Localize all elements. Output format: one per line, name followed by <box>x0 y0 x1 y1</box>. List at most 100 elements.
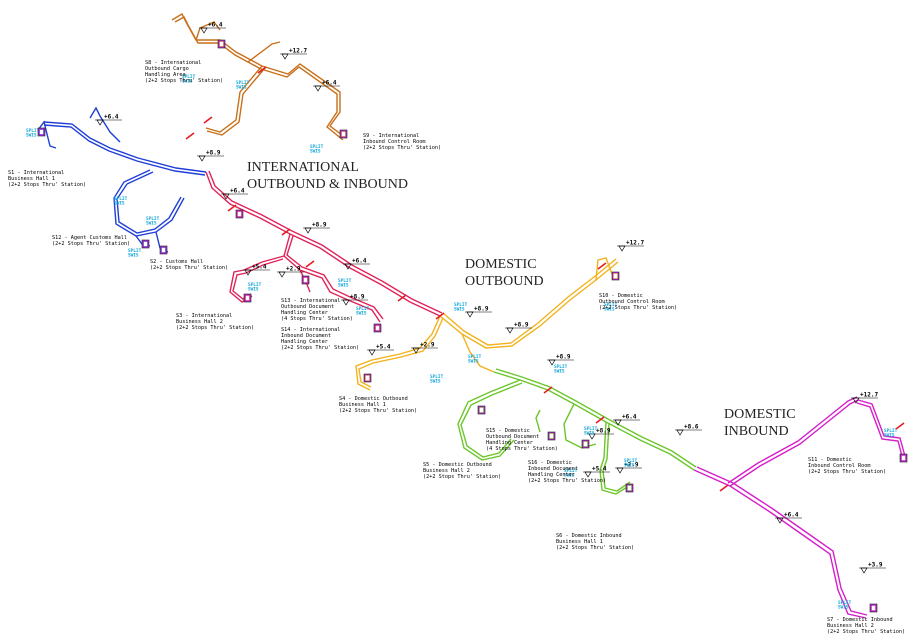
elevation-marker: +8.9 <box>547 354 574 366</box>
orange-tube-main-b <box>174 16 344 141</box>
station-box-window <box>237 211 242 217</box>
green-tube-network <box>457 368 697 495</box>
elevation-marker: +12.7 <box>280 48 307 60</box>
station-label-s15: S15 - Domestic Outbound Document Handlin… <box>486 428 558 452</box>
blue-tube-loop-b <box>116 171 182 234</box>
elevation-marker: +2.9 <box>277 266 304 278</box>
elevation-label: +5.4 <box>592 466 607 473</box>
elevation-marker: +2.9 <box>615 462 642 474</box>
blue-tube-s1 <box>37 120 57 149</box>
magenta-tube-main-b <box>696 466 868 616</box>
blue-tube-up <box>89 106 121 143</box>
magenta-tube-network <box>693 396 907 619</box>
elevation-label: +6.4 <box>208 22 223 29</box>
elevation-markers: +6.4+12.7+6.4+6.4+8.9+6.4+8.9+5.4+2.9+6.… <box>95 22 886 574</box>
red-tube-loop-b <box>286 235 384 320</box>
coupling-mark <box>185 132 195 140</box>
elevation-label: +6.4 <box>104 114 119 121</box>
station-box-window <box>871 605 876 611</box>
elevation-marker: +8.9 <box>465 306 492 318</box>
yellow-tube-s4 <box>355 315 441 391</box>
orange-tube-up <box>247 41 281 63</box>
coupling-mark <box>543 386 553 394</box>
elevation-marker: +2.9 <box>411 342 438 354</box>
elevation-marker: +5.4 <box>583 466 610 478</box>
station-box-window <box>161 247 166 253</box>
elevation-marker: +6.4 <box>313 80 340 92</box>
zone-heading-international: INTERNATIONAL OUTBOUND & INBOUND <box>247 160 408 192</box>
magenta-tube-s11-b <box>856 402 904 461</box>
elevation-label: +8.9 <box>596 428 611 435</box>
yellow-tube-down <box>461 333 495 373</box>
station-label-s7: S7 - Domestic Inbound Business Hall 2 (2… <box>827 617 906 635</box>
coupling-mark <box>435 312 445 320</box>
elevation-marker: +8.9 <box>587 428 614 440</box>
elevation-marker: +6.4 <box>343 258 370 270</box>
elevation-label: +2.9 <box>624 462 639 469</box>
coupling-mark <box>595 416 605 424</box>
elevation-marker: +3.9 <box>859 562 886 574</box>
elevation-label: +6.4 <box>352 258 367 265</box>
station-label-s12: S12 - Agent Customs Hall (2+2 Stops Thru… <box>52 235 131 247</box>
elevation-marker: +8.6 <box>675 424 702 436</box>
elevation-label: +6.4 <box>784 512 799 519</box>
zone-heading-domestic-inbound: DOMESTIC INBOUND <box>724 407 796 439</box>
station-box-window <box>303 277 308 283</box>
elevation-marker: +6.4 <box>613 414 640 426</box>
elevation-label: +2.9 <box>420 342 435 349</box>
coupling-mark <box>281 228 291 236</box>
elevation-label: +8.9 <box>206 150 221 157</box>
elevation-marker: +8.9 <box>197 150 224 162</box>
coupling-mark <box>305 260 315 268</box>
elevation-marker: +6.4 <box>775 512 802 524</box>
elevation-label: +12.7 <box>860 392 878 399</box>
green-tube-s6-b <box>602 423 631 492</box>
elevation-label: +6.4 <box>322 80 337 87</box>
coupling-mark <box>895 422 905 430</box>
blue-tube-main-b <box>43 124 206 176</box>
elevation-label: +8.9 <box>350 294 365 301</box>
orange-tube-s8 <box>195 21 221 41</box>
elevation-marker: +12.7 <box>617 240 644 252</box>
elevation-label: +8.9 <box>556 354 571 361</box>
coupling-marks <box>185 66 905 492</box>
station-box-window <box>39 129 44 135</box>
green-tube-main <box>493 371 695 471</box>
elevation-marker: +6.4 <box>221 188 248 200</box>
green-tube-s6 <box>599 421 633 495</box>
blue-tube-loop <box>113 169 185 237</box>
blue-tube-main <box>43 121 207 173</box>
yellow-tube-s4-b <box>358 317 444 388</box>
elevation-label: +12.7 <box>626 240 644 247</box>
elevation-label: +3.9 <box>868 562 883 569</box>
station-box-window <box>143 241 148 247</box>
station-box-window <box>613 273 618 279</box>
coupling-mark <box>719 484 729 492</box>
coupling-mark <box>597 262 607 270</box>
station-box-window <box>479 407 484 413</box>
magenta-tube-up <box>729 399 859 487</box>
zone-heading-domestic-outbound: DOMESTIC OUTBOUND <box>465 257 544 289</box>
green-tube-loop-b <box>460 382 523 458</box>
elevation-marker: +6.4 <box>95 114 122 126</box>
station-box-window <box>627 485 632 491</box>
elevation-label: +8.9 <box>514 322 529 329</box>
orange-tube-branch-b <box>206 67 266 136</box>
station-box-window <box>365 375 370 381</box>
station-label-s4: S4 - Domestic Outbound Business Hall 1 (… <box>339 396 418 414</box>
elevation-marker: +6.4 <box>199 22 226 34</box>
station-label-s13: S13 - International Outbound Document Ha… <box>281 298 353 322</box>
coupling-mark <box>203 116 213 124</box>
elevation-marker: +8.9 <box>341 294 368 306</box>
